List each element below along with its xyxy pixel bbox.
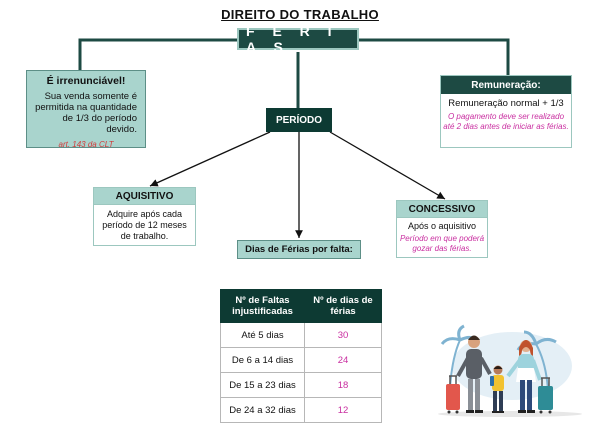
aquisitivo-text: Adquire após cada período de 12 meses de… [102, 209, 187, 241]
table-header-row: Nº de Faltas injustificadas Nº de dias d… [220, 289, 382, 323]
man-figure [456, 335, 492, 413]
cell-dias: 24 [304, 347, 382, 373]
faltas-table: Nº de Faltas injustificadas Nº de dias d… [220, 289, 382, 423]
palm-right-icon [535, 343, 549, 391]
suitcase-teal-icon [538, 377, 553, 414]
concessivo-text: Após o aquisitivo [407, 221, 477, 231]
irrenunciavel-box: É irrenunciável! Sua venda somente é per… [26, 70, 146, 149]
ferias-node: F É R I A S [237, 23, 359, 55]
arrow-to-aquisitivo [149, 131, 271, 187]
aquisitivo-heading: AQUISITIVO [94, 188, 195, 205]
header-dias: Nº de dias de férias [304, 289, 382, 323]
irrenunciavel-heading: É irrenunciável! [46, 75, 126, 87]
aquisitivo-box: AQUISITIVO Adquire após cada período de … [93, 187, 196, 246]
cell-dias: 18 [304, 372, 382, 398]
remuneracao-box: Remuneração: Remuneração normal + 1/3 O … [440, 75, 572, 148]
woman-figure [506, 340, 542, 413]
cell-faltas: De 15 a 23 dias [220, 372, 305, 398]
child-figure [490, 365, 504, 413]
irrenunciavel-reference: art. 143 da CLT [58, 140, 114, 149]
family-travel-icon [438, 324, 582, 417]
concessivo-heading: CONCESSIVO [397, 201, 487, 218]
table-row: De 6 a 14 dias 24 [220, 347, 382, 373]
table-row: De 24 a 32 dias 12 [220, 397, 382, 423]
cell-dias: 12 [304, 397, 382, 423]
header-faltas: Nº de Faltas injustificadas [220, 289, 305, 323]
table-row: De 15 a 23 dias 18 [220, 372, 382, 398]
irrenunciavel-text: Sua venda somente é permitida na quantid… [35, 91, 137, 135]
cell-dias: 30 [304, 322, 382, 348]
table-row: Até 5 dias 30 [220, 322, 382, 348]
concessivo-note: Período em que poderá gozar das férias. [399, 234, 485, 253]
suitcase-red-icon [446, 375, 460, 414]
cell-faltas: De 24 a 32 dias [220, 397, 305, 423]
connector-ferias-left [78, 38, 237, 70]
dias-falta-label: Dias de Férias por falta: [237, 240, 361, 259]
arrow-to-concessivo [329, 131, 446, 200]
remuneracao-text: Remuneração normal + 1/3 [448, 98, 564, 109]
connector-ferias-right [359, 38, 510, 75]
page-title: DIREITO DO TRABALHO [221, 7, 379, 22]
remuneracao-heading: Remuneração: [441, 76, 571, 94]
concessivo-box: CONCESSIVO Após o aquisitivo Período em … [396, 200, 488, 258]
remuneracao-note: O pagamento deve ser realizado até 2 dia… [443, 112, 569, 131]
cell-faltas: De 6 a 14 dias [220, 347, 305, 373]
cell-faltas: Até 5 dias [220, 322, 305, 348]
periodo-node: PERÍODO [266, 108, 332, 132]
